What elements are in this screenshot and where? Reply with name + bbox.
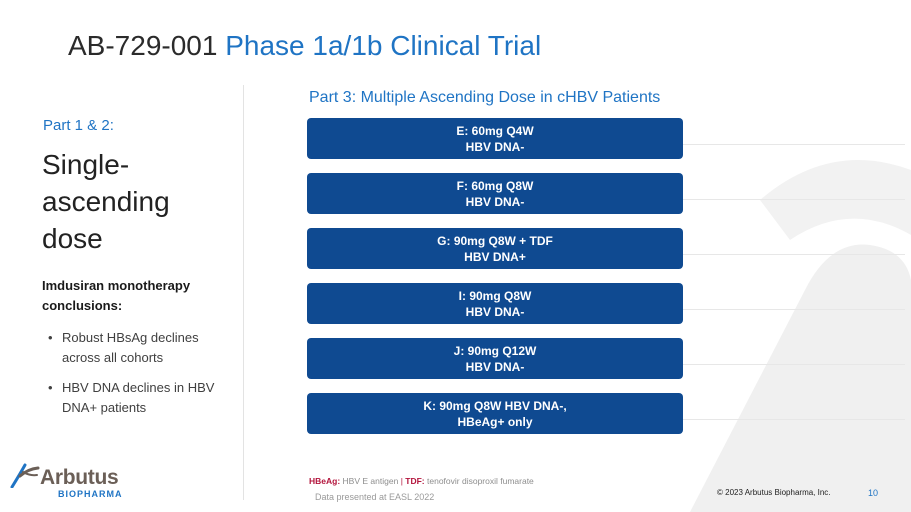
- part3-heading: Part 3: Multiple Ascending Dose in cHBV …: [309, 89, 661, 106]
- cohort-box-i: I: 90mg Q8W HBV DNA-: [307, 283, 905, 324]
- cohort-list: E: 60mg Q4W HBV DNA- F: 60mg Q8W HBV DNA…: [307, 118, 905, 448]
- hbeag-abbrev: HBeAg:: [309, 476, 341, 486]
- cohort-dose: E: 60mg Q4W: [456, 123, 534, 138]
- cohort-dose: I: 90mg Q8W: [458, 288, 532, 303]
- conclusions-list: Robust HBsAg declines across all cohorts…: [44, 328, 234, 428]
- cohort-dose: F: 60mg Q8W: [456, 178, 534, 193]
- company-logo: Arbutus BIOPHARMA: [10, 462, 123, 502]
- cohort-dose: J: 90mg Q12W: [453, 343, 537, 358]
- tdf-definition: tenofovir disoproxil fumarate: [427, 476, 534, 486]
- hbeag-definition: HBV E antigen: [342, 476, 399, 486]
- left-heading: Single-ascending dose: [42, 149, 170, 254]
- cohort-population: HBeAg+ only: [457, 414, 533, 429]
- conclusions-label: Imdusiran monotherapy conclusions:: [42, 278, 191, 313]
- cohort-box-j: J: 90mg Q12W HBV DNA-: [307, 338, 905, 379]
- slide-title: AB-729-001 Phase 1a/1b Clinical Trial: [68, 30, 541, 62]
- list-item: HBV DNA declines in HBV DNA+ patients: [44, 378, 234, 418]
- cohort-population: HBV DNA-: [465, 304, 525, 319]
- tdf-abbrev: TDF:: [405, 476, 425, 486]
- cohort-box-e: E: 60mg Q4W HBV DNA-: [307, 118, 905, 159]
- cohort-population: HBV DNA-: [465, 194, 525, 209]
- copyright-notice: © 2023 Arbutus Biopharma, Inc.: [717, 488, 831, 497]
- title-trial-id: AB-729-001: [68, 30, 218, 61]
- footnote-separator: |: [400, 476, 403, 486]
- cohort-population: HBV DNA+: [464, 249, 526, 264]
- cohort-dose: K: 90mg Q8W HBV DNA-,: [423, 398, 567, 413]
- page-number: 10: [868, 488, 879, 498]
- logo-wordmark: Arbutus: [40, 466, 119, 489]
- logo-subtitle: BIOPHARMA: [58, 489, 123, 499]
- cohort-dose: G: 90mg Q8W + TDF: [437, 233, 553, 248]
- cohort-box-f: F: 60mg Q8W HBV DNA-: [307, 173, 905, 214]
- list-item: Robust HBsAg declines across all cohorts: [44, 328, 234, 368]
- title-phase: Phase 1a/1b Clinical Trial: [225, 30, 542, 61]
- cohort-population: HBV DNA-: [465, 359, 525, 374]
- cohort-box-g: G: 90mg Q8W + TDF HBV DNA+: [307, 228, 905, 269]
- cohort-population: HBV DNA-: [465, 139, 525, 154]
- cohort-box-k: K: 90mg Q8W HBV DNA-, HBeAg+ only: [307, 393, 905, 434]
- left-subheading: Part 1 & 2:: [43, 117, 114, 134]
- abbreviations-footnote: HBeAg: HBV E antigen | TDF: tenofovir di…: [309, 476, 534, 486]
- vertical-divider: [243, 85, 244, 500]
- logo-mark-icon: [10, 463, 40, 488]
- data-source-note: Data presented at EASL 2022: [315, 492, 435, 502]
